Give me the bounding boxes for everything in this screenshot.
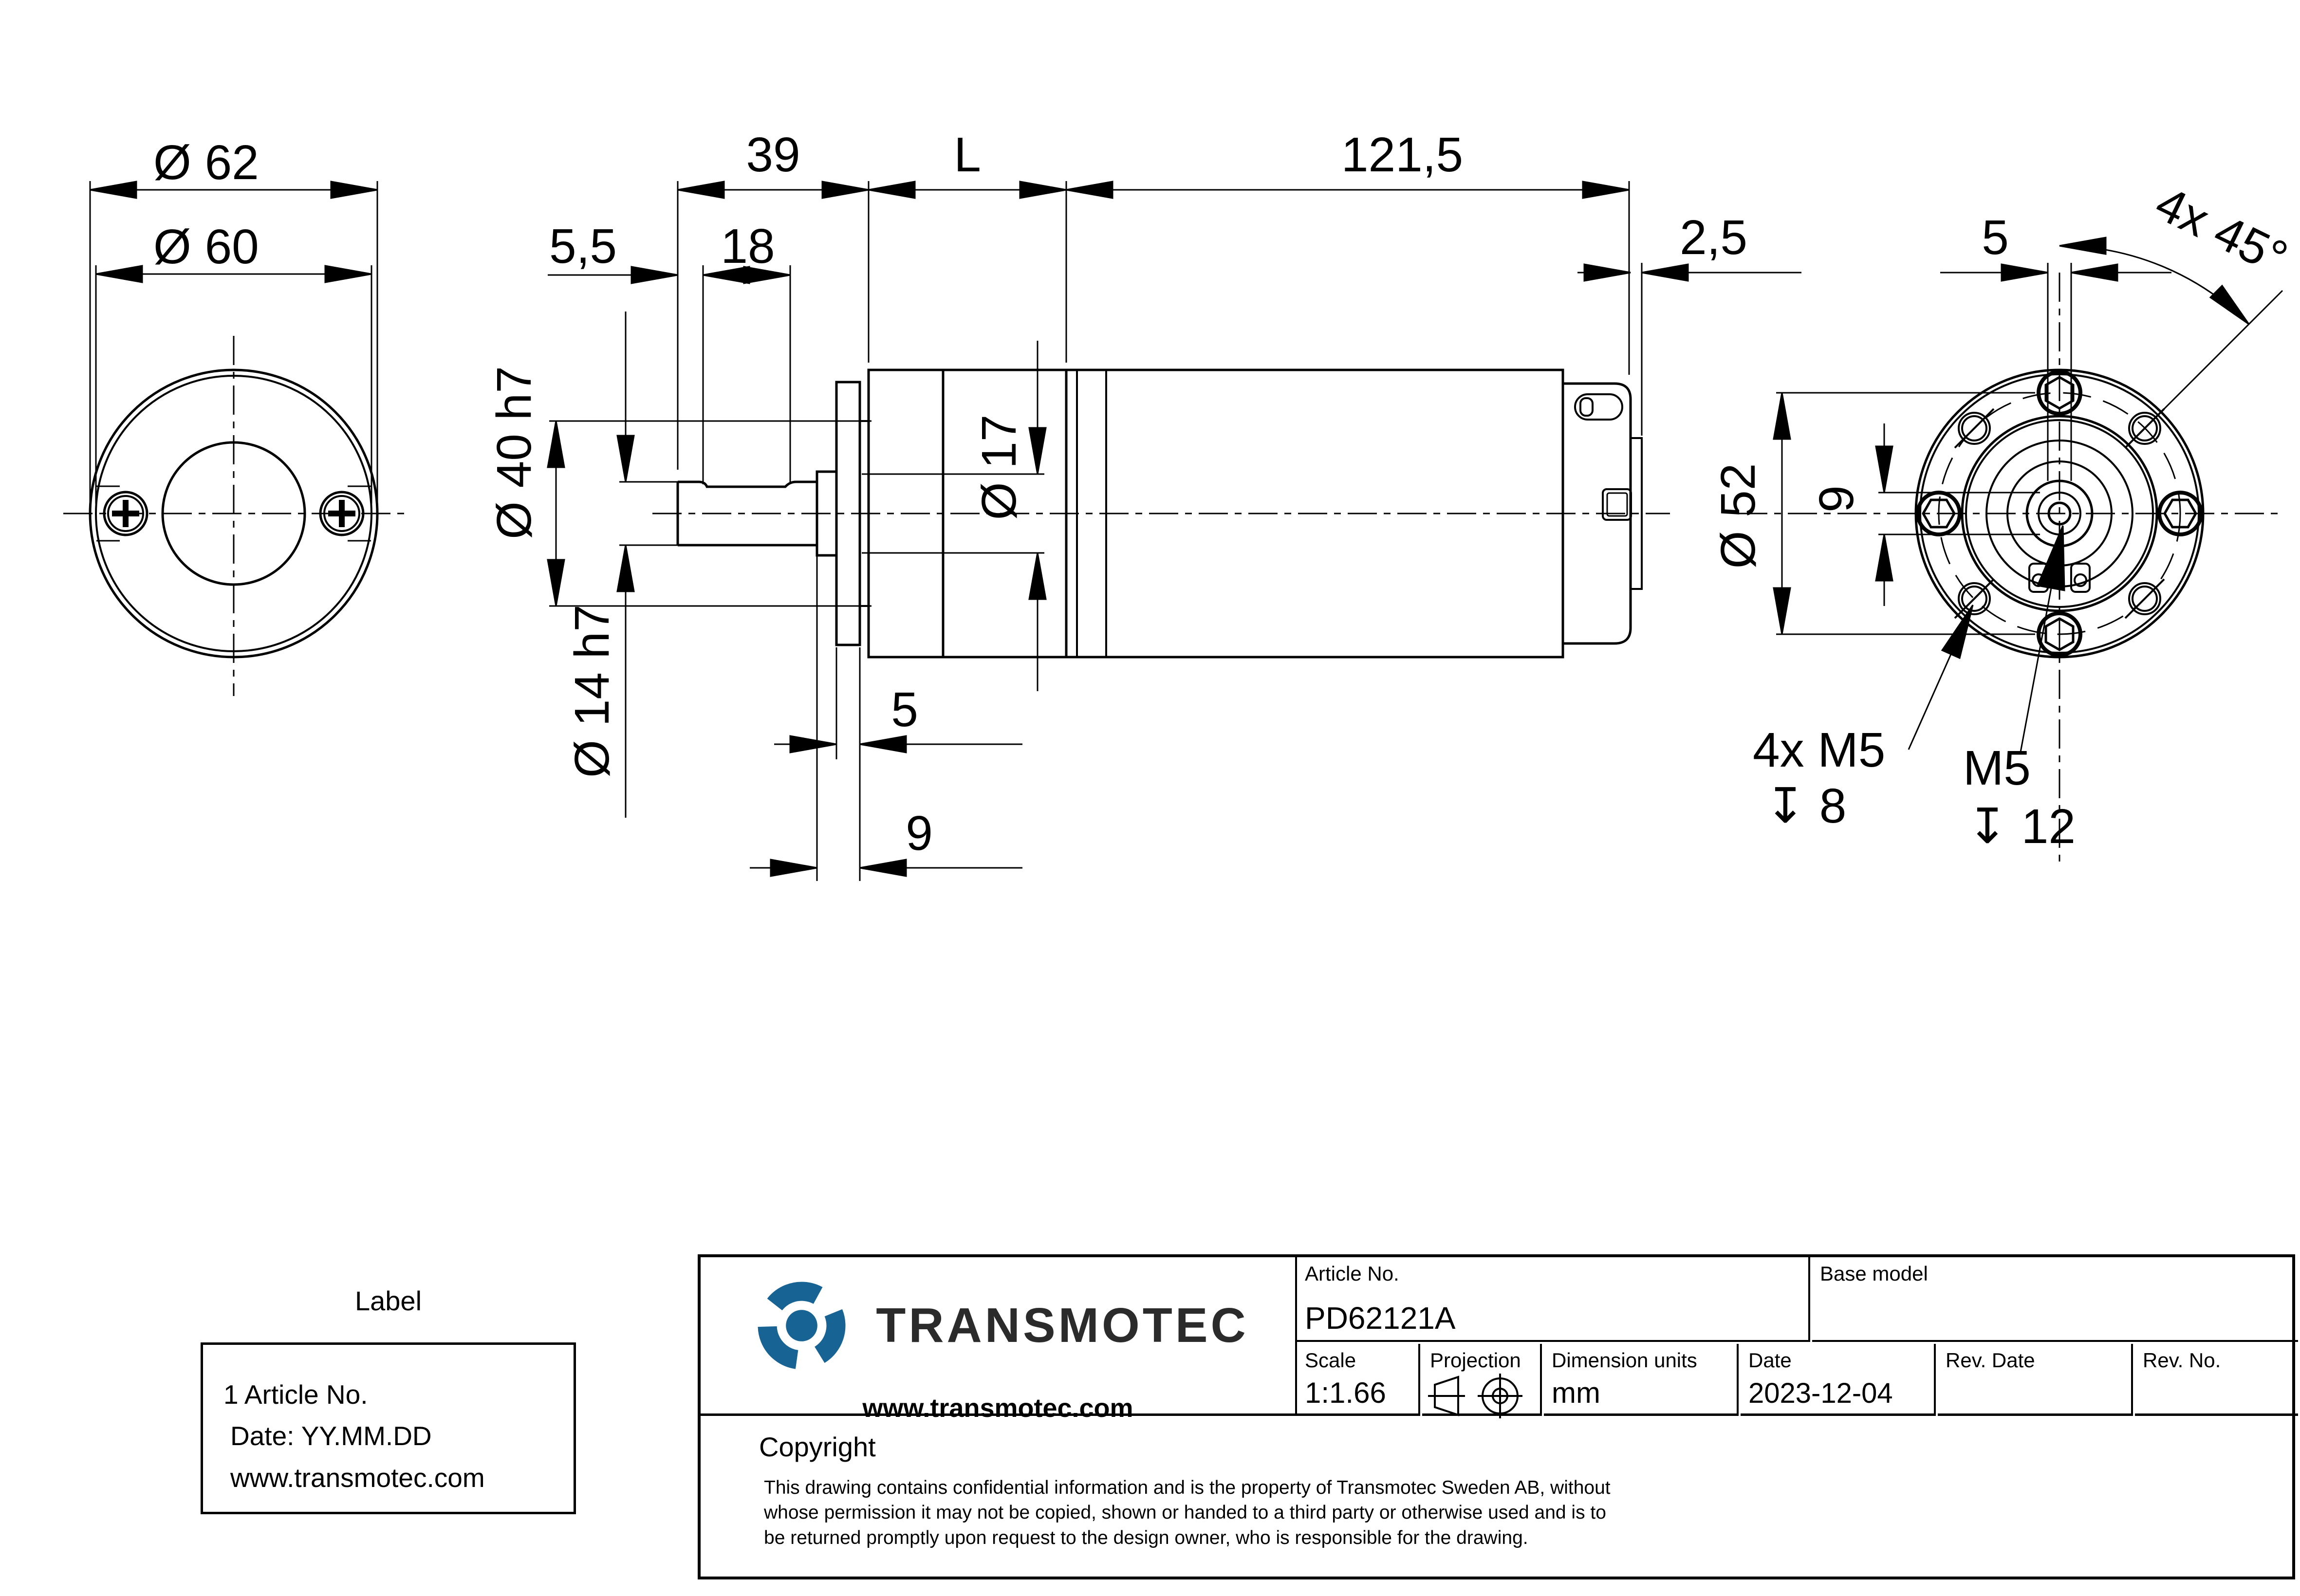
dim-text-key5: 5 <box>1982 210 2009 265</box>
dim-text-9: 9 <box>906 806 933 861</box>
date-label: Date <box>1748 1349 1792 1372</box>
copyright-line: This drawing contains confidential infor… <box>764 1477 1611 1498</box>
dim-text-d14h7: Ø 14 h7 <box>565 605 619 778</box>
dim-text-5: 5 <box>891 682 918 737</box>
thread-note-M5-depth: ↧12 <box>1967 799 2076 854</box>
dim-text-d17: Ø 17 <box>972 415 1026 520</box>
article-no-value: PD62121A <box>1305 1301 1456 1336</box>
dim-text-39: 39 <box>746 128 800 182</box>
dimension-units-label: Dimension units <box>1552 1349 1697 1372</box>
scale-cell: Scale 1:1.66 <box>1297 1344 1420 1416</box>
label-box: 1 Article No. Date: YY.MM.DD www.transmo… <box>201 1342 576 1514</box>
dimension-units-value: mm <box>1552 1376 1600 1409</box>
thread-note-M5: M5 <box>1963 741 2031 795</box>
scale-value: 1:1.66 <box>1305 1376 1386 1409</box>
thread-note-4xM5: 4x M5 <box>1753 723 1885 777</box>
dim-text-L: L <box>954 128 981 182</box>
rev-no-label: Rev. No. <box>2143 1349 2221 1372</box>
dim-text-5-5: 5,5 <box>549 219 617 274</box>
article-no-label: Article No. <box>1305 1262 1399 1285</box>
dim-text-d60: Ø 60 <box>153 220 259 274</box>
base-model-cell: Base model <box>1812 1257 2298 1342</box>
first-angle-projection-icon <box>1428 1374 1522 1418</box>
rev-date-label: Rev. Date <box>1946 1349 2035 1372</box>
article-no-cell: Article No. PD62121A <box>1297 1257 1810 1342</box>
dim-text-d62: Ø 62 <box>153 135 259 190</box>
label-line-website: www.transmotec.com <box>230 1462 485 1493</box>
rev-date-cell: Rev. Date <box>1938 1344 2133 1416</box>
cad-drawing: Ø 62 Ø 60 <box>63 128 2296 881</box>
dim-text-d52: Ø 52 <box>1711 463 1765 569</box>
transmotec-logo-icon <box>758 1282 846 1370</box>
company-website: www.transmotec.com <box>862 1394 1133 1423</box>
projection-cell: Projection <box>1422 1344 1542 1418</box>
dim-text-hub9: 9 <box>1809 485 1864 513</box>
dim-text-18: 18 <box>721 219 775 274</box>
label-line-date: Date: YY.MM.DD <box>230 1421 432 1451</box>
label-title: Label <box>354 1285 422 1316</box>
title-block: TRANSMOTEC www.transmotec.com Article No… <box>698 1254 2298 1582</box>
rear-view <box>1738 263 2283 862</box>
base-model-label: Base model <box>1820 1262 1928 1285</box>
dim-text-d40h7: Ø 40 h7 <box>487 366 541 539</box>
copyright-line: whose permission it may not be copied, s… <box>764 1502 1606 1523</box>
date-cell: Date 2023-12-04 <box>1741 1344 1936 1416</box>
company-name: TRANSMOTEC <box>876 1298 1249 1353</box>
scale-label: Scale <box>1305 1349 1356 1372</box>
dimension-units-cell: Dimension units mm <box>1544 1344 1739 1416</box>
front-view <box>63 336 409 696</box>
thread-note-4xM5-depth: ↧8 <box>1765 779 1846 833</box>
front-view-dimensions: Ø 62 Ø 60 <box>89 135 378 504</box>
side-view <box>652 368 1670 659</box>
rev-no-cell: Rev. No. <box>2135 1344 2298 1416</box>
side-view-dimensions: 39 L 121,5 5,5 18 <box>487 128 1801 881</box>
copyright-section: Copyright This drawing contains confiden… <box>701 1418 2298 1582</box>
projection-label: Projection <box>1430 1349 1521 1372</box>
rear-view-dimensions: 4x 45° 5 Ø 52 9 4x M5 ↧ <box>1711 176 2296 854</box>
dim-text-121-5: 121,5 <box>1341 128 1463 182</box>
copyright-line: be returned promptly upon request to the… <box>764 1527 1528 1548</box>
date-value: 2023-12-04 <box>1748 1377 1893 1409</box>
copyright-title: Copyright <box>759 1431 876 1462</box>
label-line-article: 1 Article No. <box>223 1379 368 1410</box>
logo-cell: TRANSMOTEC www.transmotec.com <box>701 1257 1297 1423</box>
dim-text-2-5: 2,5 <box>1680 210 1747 265</box>
